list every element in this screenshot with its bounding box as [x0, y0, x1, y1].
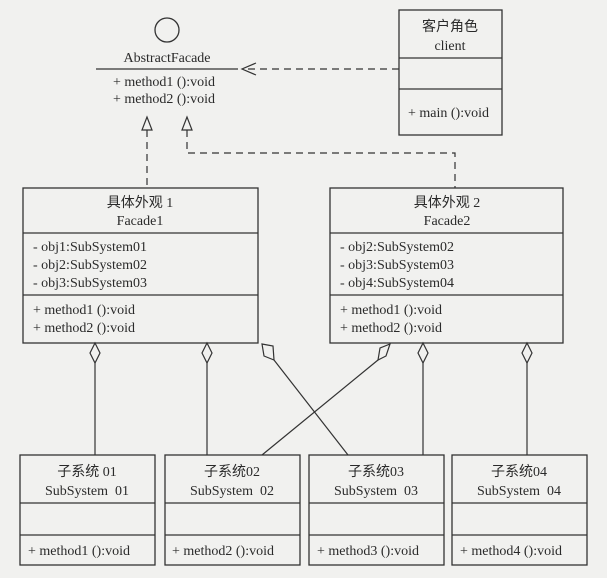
client-class: 客户角色 client + main ():void [398, 9, 503, 136]
facade2-box [329, 187, 564, 344]
subsystem01-class: 子系统 01 SubSystem 01 + method1 ():void [19, 454, 156, 566]
subsystem-box [164, 454, 301, 566]
realization-facade1 [141, 115, 153, 188]
subsystem-title: SubSystem 02 [190, 484, 274, 499]
interface-lollipop-icon [154, 17, 180, 43]
subsystem-box [308, 454, 445, 566]
subsystem-title-cn: 子系统 01 [57, 464, 117, 480]
client-method: + main ():void [408, 106, 489, 121]
facade2-method: + method2 ():void [340, 321, 442, 336]
aggregation-diamond-icon [89, 341, 101, 365]
interface-abstract-facade: AbstractFacade + method1 ():void + metho… [96, 17, 238, 107]
facade1-attribute: - obj2:SubSystem02 [33, 258, 147, 273]
facade1-method: + method1 ():void [33, 303, 135, 318]
subsystem-title: SubSystem 01 [45, 484, 129, 499]
subsystem-title-cn: 子系统03 [348, 464, 404, 480]
facade1-attribute: - obj3:SubSystem03 [33, 276, 147, 291]
subsystem-title-cn: 子系统02 [204, 464, 260, 480]
subsystem-title: SubSystem 03 [334, 484, 418, 499]
aggregation-diamond-icon [521, 341, 533, 365]
aggregation-diamond-icon [417, 341, 429, 365]
facade2-attribute: - obj3:SubSystem03 [340, 258, 454, 273]
subsystem-method: + method1 ():void [28, 544, 130, 559]
hollow-triangle-icon [141, 115, 153, 131]
facade1-title: Facade1 [117, 214, 164, 229]
subsystem04-class: 子系统04 SubSystem 04 + method4 ():void [451, 454, 588, 566]
interface-method: + method1 ():void [113, 75, 215, 90]
aggregation-diamond-icon [261, 343, 275, 361]
hollow-triangle-icon [181, 115, 193, 131]
open-arrowhead-icon [240, 62, 257, 76]
subsystem02-class: 子系统02 SubSystem 02 + method2 ():void [164, 454, 301, 566]
subsystem-method: + method4 ():void [460, 544, 562, 559]
client-title-cn: 客户角色 [422, 18, 478, 35]
aggregation-links [89, 341, 533, 456]
facade1-class: 具体外观 1 Facade1 - obj1:SubSystem01 - obj2… [22, 187, 259, 344]
subsystem-method: + method2 ():void [172, 544, 274, 559]
interface-name: AbstractFacade [123, 51, 210, 66]
facade2-attribute: - obj4:SubSystem04 [340, 276, 454, 291]
subsystem03-class: 子系统03 SubSystem 03 + method3 ():void [308, 454, 445, 566]
dependency-arrow [240, 62, 399, 76]
facade2-attribute: - obj2:SubSystem02 [340, 240, 454, 255]
client-title: client [434, 39, 465, 54]
facade2-title-cn: 具体外观 2 [414, 195, 481, 211]
realization-line [186, 130, 456, 188]
interface-method: + method2 ():void [113, 92, 215, 107]
client-box [398, 9, 503, 136]
facade1-attribute: - obj1:SubSystem01 [33, 240, 147, 255]
facade2-method: + method1 ():void [340, 303, 442, 318]
facade1-title-cn: 具体外观 1 [107, 195, 174, 211]
subsystem-box [19, 454, 156, 566]
realization-facade2 [181, 115, 456, 188]
aggregation-line [261, 359, 379, 456]
aggregation-diamond-icon [377, 342, 391, 362]
facade1-box [22, 187, 259, 344]
subsystem-box [451, 454, 588, 566]
subsystem-title: SubSystem 04 [477, 484, 561, 499]
aggregation-line [273, 359, 349, 456]
subsystem-title-cn: 子系统04 [491, 464, 547, 480]
facade1-method: + method2 ():void [33, 321, 135, 336]
subsystem-method: + method3 ():void [317, 544, 419, 559]
aggregation-diamond-icon [201, 341, 213, 365]
facade2-class: 具体外观 2 Facade2 - obj2:SubSystem02 - obj3… [329, 187, 564, 344]
facade2-title: Facade2 [424, 214, 471, 229]
